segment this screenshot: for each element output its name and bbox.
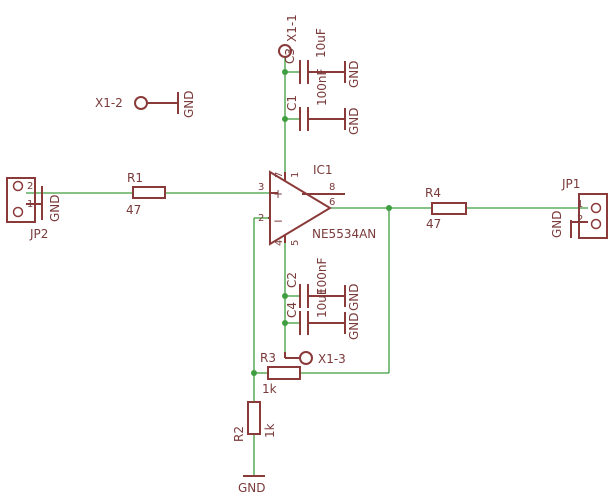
r3-label: R3 bbox=[260, 351, 276, 365]
connector-x1-1: X1-1 bbox=[278, 14, 299, 58]
ic1-pin-1: 1 bbox=[290, 172, 301, 178]
c4-value: 10uF bbox=[315, 288, 329, 318]
resistor-r1: R1 47 bbox=[126, 171, 166, 217]
r2-value: 1k bbox=[263, 423, 277, 438]
r2-label: R2 bbox=[232, 426, 246, 442]
ic1-pin-5: 5 bbox=[290, 240, 301, 246]
ic1-pin-8: 8 bbox=[329, 182, 335, 193]
r3-value: 1k bbox=[262, 382, 277, 396]
r4-label: R4 bbox=[425, 186, 441, 200]
ic1-label: IC1 bbox=[313, 163, 333, 177]
junction-output bbox=[386, 205, 392, 211]
connector-jp2: 2 1 GND JP2 bbox=[6, 177, 62, 241]
resistor-r2: R2 1k bbox=[232, 401, 277, 442]
ic1-pin-2: 2 bbox=[258, 213, 264, 224]
capacitor-c2: C2 100nF GND bbox=[285, 257, 361, 311]
ic1-minus: − bbox=[273, 214, 283, 228]
ic1-pin-4: 4 bbox=[274, 240, 285, 246]
ground-bottom: GND bbox=[238, 475, 266, 495]
c1-gnd-label: GND bbox=[347, 107, 361, 135]
c4-label: C4 bbox=[285, 302, 299, 318]
x1-2-label: X1-2 bbox=[95, 96, 123, 110]
x1-1-label: X1-1 bbox=[285, 14, 299, 42]
jp2-label: JP2 bbox=[29, 227, 48, 241]
c2-gnd-label: GND bbox=[347, 283, 361, 311]
ic1-pin-6: 6 bbox=[329, 197, 335, 208]
jp1-pin-1: 1 bbox=[577, 199, 583, 210]
junction-r2-r3 bbox=[251, 370, 257, 376]
r1-label: R1 bbox=[127, 171, 143, 185]
connector-jp1: 1 2 GND JP1 bbox=[550, 177, 608, 239]
ic1-value: NE5534AN bbox=[312, 227, 376, 241]
capacitor-c4: C4 10uF GND bbox=[285, 288, 361, 340]
c3-value: 10uF bbox=[314, 28, 328, 58]
opamp-ic1: + − 3 2 7 1 8 6 4 5 IC1 NE5534AN bbox=[258, 163, 376, 246]
junction-c4 bbox=[282, 320, 288, 326]
c3-gnd-label: GND bbox=[347, 60, 361, 88]
ic1-plus: + bbox=[273, 187, 283, 201]
ic1-pin-3: 3 bbox=[258, 182, 264, 193]
c1-label: C1 bbox=[285, 95, 299, 111]
junctions bbox=[251, 69, 392, 376]
jp1-pin-2: 2 bbox=[577, 214, 583, 225]
c2-value: 100nF bbox=[315, 257, 329, 295]
bottom-gnd-label: GND bbox=[238, 481, 266, 495]
c3-label: C3 bbox=[283, 48, 297, 64]
jp1-label: JP1 bbox=[561, 177, 580, 191]
jp2-gnd-label: GND bbox=[48, 194, 62, 222]
resistor-r4: R4 47 bbox=[425, 186, 467, 231]
jp2-pin-2: 2 bbox=[27, 181, 33, 192]
r4-value: 47 bbox=[426, 217, 441, 231]
c1-value: 100nF bbox=[315, 68, 329, 106]
junction-c3 bbox=[282, 69, 288, 75]
x1-3-label: X1-3 bbox=[318, 352, 346, 366]
connector-x1-2: X1-2 GND bbox=[95, 90, 196, 118]
capacitor-c3: C3 10uF GND bbox=[283, 28, 361, 88]
junction-c2 bbox=[282, 293, 288, 299]
x1-2-gnd-label: GND bbox=[182, 90, 196, 118]
junction-c1 bbox=[282, 116, 288, 122]
jp2-pin-1: 1 bbox=[27, 199, 33, 210]
resistor-r3: R3 1k bbox=[260, 351, 301, 396]
c4-gnd-label: GND bbox=[347, 312, 361, 340]
connector-x1-3: X1-3 bbox=[284, 351, 346, 366]
ic1-pin-7: 7 bbox=[274, 172, 285, 178]
r1-value: 47 bbox=[126, 203, 141, 217]
jp1-gnd-label: GND bbox=[550, 210, 564, 238]
c2-label: C2 bbox=[285, 272, 299, 288]
capacitor-c1: C1 100nF GND bbox=[285, 68, 361, 135]
